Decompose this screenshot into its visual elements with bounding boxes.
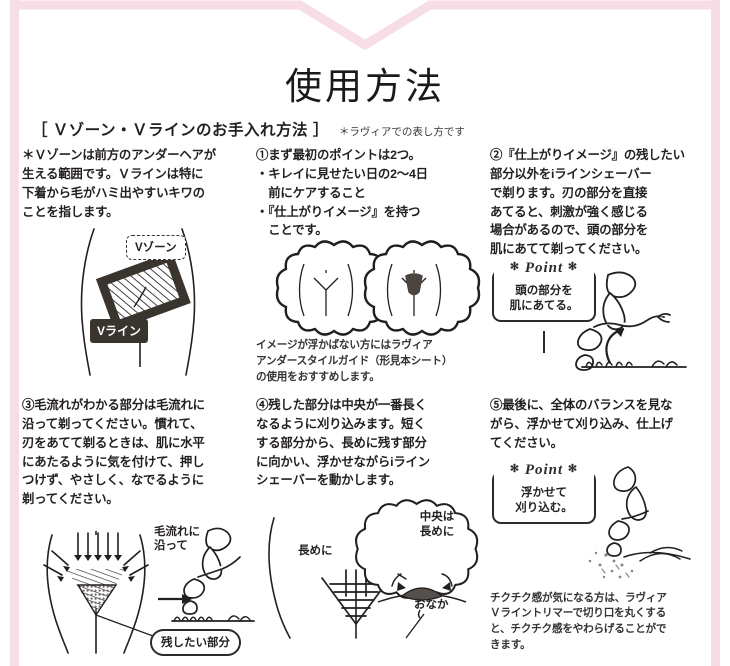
step-2-line-4: あてると、刺激が強く感じる [490, 204, 648, 219]
intro-text: ＊Ｖゾーンは前方のアンダーヘアが 生える範囲です。Ｖラインは特に 下着から毛がハ… [22, 146, 244, 221]
label-hair-flow: 毛流れに 沿って [154, 525, 200, 554]
point-callout-1-title-text: Point [524, 260, 564, 277]
step-5-line-2: がら、浮かせて刈り込み、仕上げ [490, 416, 673, 431]
hand-shaver-illustration [575, 271, 687, 371]
subheading: ［ Ｖゾーン・Ｖラインのお手入れ方法 ］ ＊ラヴィアでの表し方です [32, 118, 692, 140]
label-keep-area: 残したい部分 [150, 629, 241, 657]
frame-border-right [711, 0, 720, 666]
step-3-line-1: ③毛流れがわかる部分は毛流れに [22, 398, 205, 412]
step-4: ④残した部分は中央が一番長く なるように刈り込みます。短く する部分から、長めに… [256, 396, 479, 640]
step-4-text: ④残した部分は中央が一番長く なるように刈り込みます。短く する部分から、長めに… [256, 396, 478, 490]
step-1-caption-line-2: アンダースタイルガイド（形見本シート） [256, 354, 453, 367]
label-hair-flow-line-1: 毛流れに [154, 526, 200, 539]
hair-flow-illustration [43, 527, 255, 654]
frame-border-left [10, 0, 19, 666]
intro-line-1: ＊Ｖゾーンは前方のアンダーヘアが [22, 148, 216, 162]
step-2-line-3: で剃ります。刃の部分を直接 [490, 185, 648, 200]
step-3-line-2: 沿って剃ってください。慣れて、 [22, 416, 203, 431]
step-5-figure: ✻ Point ✻ 浮かせて 刈り込む。 [490, 461, 712, 585]
point-callout-2-title: ✻ Point ✻ [494, 461, 594, 479]
step-1-line-4: ・『仕上がりイメージ』を持つ [256, 204, 421, 219]
step-1-line-2: ・キレイに見せたい日の2～4日 [256, 166, 428, 181]
step-5-line-3: てください。 [490, 435, 563, 450]
point-star-right-icon: ✻ [567, 261, 579, 274]
step-3-line-3: 刃をあてて剃るときは、肌に水平 [22, 435, 205, 450]
step-5-footnote-line-3: と、チクチク感をやわらげることがで [490, 622, 667, 635]
style-shape-illustration [275, 240, 481, 336]
step-2-line-2: 部分以外をiラインシェーバー [490, 166, 652, 181]
step-2-figure: ✻ Point ✻ 頭の部分を 肌にあてる。 [490, 260, 712, 377]
step-5-footnote-line-4: きます。 [490, 638, 531, 651]
float-trim-illustration [588, 465, 691, 578]
step-1-line-3: 前にケアすること [256, 185, 366, 200]
trim-length-illustration [268, 499, 479, 640]
step-5-footnote: チクチク感が気になる方は、ラヴィア Ｖライントリマーで切り口を丸くする と、チク… [490, 591, 712, 654]
step-5-text: ⑤最後に、全体のバランスを見な がら、浮かせて刈り込み、仕上げ てください。 [490, 396, 712, 453]
point-callout-1-line-1: 頭の部分を [515, 285, 573, 298]
intro-figure: Vゾーン Vライン [22, 227, 244, 377]
page-title: 使用方法 [285, 67, 445, 108]
step-1-caption: イメージが浮かばない方にはラヴィア アンダースタイルガイド（形見本シート） の使… [256, 338, 478, 385]
intro-line-4: ことを指します。 [22, 204, 119, 219]
step-1-text: ①まず最初のポイントは2つ。 ・キレイに見せたい日の2～4日 前にケアすること … [256, 146, 478, 240]
label-v-zone: Vゾーン [126, 235, 186, 261]
step-1-caption-line-3: の使用をおすすめします。 [256, 370, 380, 383]
point-star-left-icon: ✻ [509, 261, 521, 274]
label-center-longer-line-1: 中央は [419, 511, 455, 524]
point-callout-2: ✻ Point ✻ 浮かせて 刈り込む。 [492, 461, 596, 524]
label-v-line: Vライン [90, 319, 149, 344]
label-longer: 長めに [298, 545, 333, 558]
step-4-line-2: なるように刈り込みます。短く [256, 416, 426, 431]
step-3-figure: 毛流れに 沿って 残したい部分 [22, 517, 255, 657]
point-callout-1-title: ✻ Point ✻ [494, 260, 594, 278]
subheading-bracket-text: ［ Ｖゾーン・Ｖラインのお手入れ方法 ］ [32, 122, 329, 139]
step-4-line-5: シェーバーを動かします。 [256, 473, 401, 488]
step-5: ⑤最後に、全体のバランスを見な がら、浮かせて刈り込み、仕上げ てください。 [490, 396, 712, 653]
intro-line-3: 下着から毛がハミ出やすいキワの [22, 185, 205, 200]
point2-star-right-icon: ✻ [567, 462, 579, 475]
point-callout-2-line-2: 刈り込む。 [515, 501, 573, 514]
subheading-note: ＊ラヴィアでの表し方です [338, 126, 465, 138]
step-1-figure [256, 240, 481, 336]
step-3-text: ③毛流れがわかる部分は毛流れに 沿って剃ってください。慣れて、 刃をあてて剃ると… [22, 396, 244, 509]
label-tummy: おなか [414, 599, 449, 612]
step-2-line-5: 場合があるので、頭の部分を [490, 223, 648, 238]
intro-line-2: 生える範囲です。Ｖラインは特に [22, 166, 204, 181]
step-3-line-5: つけず、やさしく、なでるように [22, 473, 204, 488]
step-1-caption-line-1: イメージが浮かばない方にはラヴィア [256, 339, 433, 352]
point-callout-1: ✻ Point ✻ 頭の部分を 肌にあてる。 [492, 260, 596, 323]
point2-star-left-icon: ✻ [509, 462, 521, 475]
step-1-line-1: ①まず最初のポイントは2つ。 [256, 148, 421, 162]
step-2-line-1: ②『仕上がりイメージ』の残したい [490, 148, 685, 162]
point-callout-1-stem [543, 331, 546, 354]
label-center-longer: 中央は 長めに [411, 510, 463, 539]
step-2: ②『仕上がりイメージ』の残したい 部分以外をiラインシェーバー で剃ります。刃の… [490, 146, 712, 377]
frame-chevron-top [10, 0, 720, 51]
step-3: ③毛流れがわかる部分は毛流れに 沿って剃ってください。慣れて、 刃をあてて剃ると… [22, 396, 255, 657]
steps-grid: ＊Ｖゾーンは前方のアンダーヘアが 生える範囲です。Ｖラインは特に 下着から毛がハ… [22, 146, 710, 658]
label-center-longer-line-2: 長めに [419, 525, 455, 538]
point-callout-2-line-1: 浮かせて [521, 486, 567, 499]
step-5-footnote-line-1: チクチク感が気になる方は、ラヴィア [490, 591, 667, 604]
point-callout-1-line-2: 肌にあてる。 [509, 300, 579, 313]
step-1: ①まず最初のポイントは2つ。 ・キレイに見せたい日の2～4日 前にケアすること … [256, 146, 481, 385]
step-4-line-3: する部分から、長めに残す部分 [256, 435, 427, 450]
step-3-line-4: にあたるように気を付けて、押し [22, 454, 205, 469]
step-2-line-6: 肌にあてて剃ってください。 [490, 242, 648, 257]
step-5-line-1: ⑤最後に、全体のバランスを見な [490, 398, 673, 412]
step-4-line-1: ④残した部分は中央が一番長く [256, 398, 427, 412]
step-1-line-5: ことです。 [256, 223, 328, 238]
step-4-figure: 長めに 中央は 長めに おなか [256, 499, 479, 640]
step-4-line-4: に向かい、浮かせながらiライン [256, 454, 430, 469]
point-callout-2-title-text: Point [524, 461, 564, 478]
step-2-text: ②『仕上がりイメージ』の残したい 部分以外をiラインシェーバー で剃ります。刃の… [490, 146, 712, 259]
step-5-footnote-line-2: Ｖライントリマーで切り口を丸くする [490, 607, 667, 620]
label-hair-flow-line-2: 沿って [154, 540, 188, 553]
step-3-line-6: 剃ってください。 [22, 492, 119, 507]
step-intro: ＊Ｖゾーンは前方のアンダーヘアが 生える範囲です。Ｖラインは特に 下着から毛がハ… [22, 146, 244, 377]
